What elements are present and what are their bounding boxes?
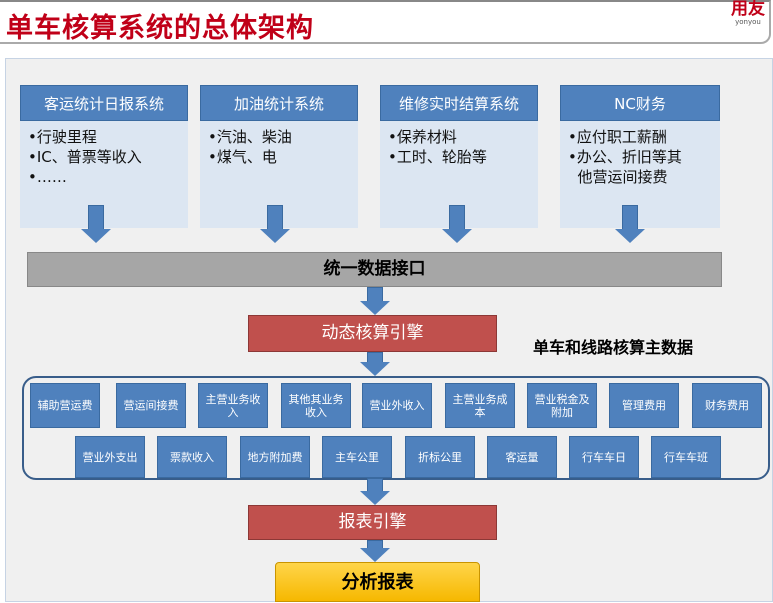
master-data-item: 营业税金及附加 <box>527 383 597 428</box>
source-system-body: •应付职工薪酬 •办公、折旧等其 他营运间接费 <box>560 121 720 228</box>
master-data-item: 行车车日 <box>569 436 639 478</box>
source-system-header: NC财务 <box>560 85 720 121</box>
source-item: •…… <box>28 168 67 186</box>
down-arrow-icon <box>360 478 390 505</box>
down-arrow-icon <box>360 540 390 562</box>
down-arrow-icon <box>81 205 111 243</box>
unified-data-interface: 统一数据接口 <box>27 252 722 287</box>
page-title: 单车核算系统的总体架构 <box>6 13 314 44</box>
dynamic-accounting-engine: 动态核算引擎 <box>248 315 497 352</box>
master-data-item: 营运间接费 <box>116 383 186 428</box>
source-system-header: 加油统计系统 <box>200 85 358 121</box>
source-item: •办公、折旧等其 <box>568 148 682 166</box>
master-data-item: 地方附加费 <box>240 436 310 478</box>
master-data-item: 辅助营运费 <box>30 383 100 428</box>
report-engine: 报表引擎 <box>248 505 497 540</box>
master-data-item: 管理费用 <box>609 383 679 428</box>
source-system-body: •行驶里程 •IC、普票等收入 •…… <box>20 121 188 228</box>
source-item: •汽油、柴油 <box>208 128 292 146</box>
logo-en: yonyou <box>735 18 761 26</box>
logo-cn: 用友 <box>731 0 765 19</box>
master-data-container <box>22 376 770 480</box>
source-item: •保养材料 <box>388 128 457 146</box>
source-system-header: 维修实时结算系统 <box>380 85 538 121</box>
down-arrow-icon <box>360 352 390 376</box>
source-item: •煤气、电 <box>208 148 277 166</box>
title-bar <box>0 0 771 44</box>
master-data-item: 主车公里 <box>322 436 392 478</box>
source-item: •IC、普票等收入 <box>28 148 142 166</box>
master-data-item: 其他其业务收入 <box>281 383 351 428</box>
master-data-item: 票款收入 <box>157 436 227 478</box>
source-item: 他营运间接费 <box>568 168 668 186</box>
down-arrow-icon <box>615 205 645 243</box>
master-data-item: 营业外收入 <box>362 383 432 428</box>
source-item: •工时、轮胎等 <box>388 148 487 166</box>
master-data-item: 行车车班 <box>651 436 721 478</box>
source-system-header: 客运统计日报系统 <box>20 85 188 121</box>
source-system-body: •汽油、柴油 •煤气、电 <box>200 121 358 228</box>
master-data-item: 财务费用 <box>692 383 762 428</box>
analysis-report: 分析报表 <box>275 562 480 602</box>
source-item: •行驶里程 <box>28 128 97 146</box>
master-data-item: 折标公里 <box>405 436 475 478</box>
master-data-item: 客运量 <box>487 436 557 478</box>
master-data-item: 主营业务成本 <box>445 383 515 428</box>
down-arrow-icon <box>360 287 390 315</box>
down-arrow-icon <box>260 205 290 243</box>
down-arrow-icon <box>442 205 472 243</box>
master-data-item: 营业外支出 <box>75 436 145 478</box>
master-data-item: 主营业务收入 <box>198 383 268 428</box>
master-data-label: 单车和线路核算主数据 <box>533 338 694 357</box>
source-item: •应付职工薪酬 <box>568 128 667 146</box>
